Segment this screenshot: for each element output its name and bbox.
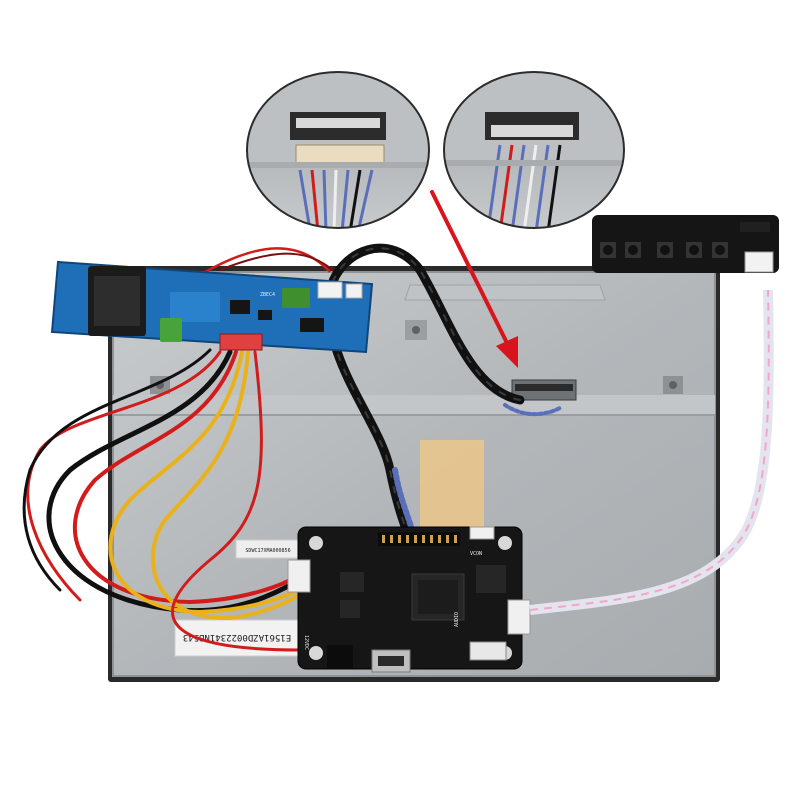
- audio-header: [469, 641, 507, 661]
- driver-board: 12VDC AUDIO VCON: [287, 526, 531, 673]
- keypad-connector: [507, 599, 531, 635]
- power-harness: [22, 348, 303, 652]
- magnify-callout-left: [246, 71, 430, 229]
- magnify-callout-right: [443, 71, 625, 229]
- io-label: AUDIO: [454, 612, 460, 627]
- sticker-code: E1561AZD0022341NB543: [183, 632, 291, 642]
- dc-jack: [327, 645, 353, 669]
- keypad-board: [592, 215, 779, 273]
- inverter-board: ZBEC4: [50, 260, 374, 354]
- inverter-connector: [317, 281, 343, 299]
- capacitor: [282, 288, 310, 308]
- keypad-ribbon: [529, 289, 774, 615]
- power-connector: [219, 333, 263, 351]
- vcon-label: VCON: [470, 551, 482, 557]
- inverter-model: ZBEC4: [260, 292, 275, 298]
- pad-grid: [170, 292, 220, 322]
- arrow-icon: [430, 190, 518, 368]
- backlight-wires: [199, 247, 336, 277]
- panel-small-label: SDWC17XMA000856: [235, 539, 301, 559]
- small-label-text: SDWC17XMA000856: [245, 548, 290, 554]
- vcc-label: 12VDC: [303, 635, 309, 650]
- keypad-connector-socket: [744, 251, 774, 273]
- power-input-connector: [287, 559, 311, 593]
